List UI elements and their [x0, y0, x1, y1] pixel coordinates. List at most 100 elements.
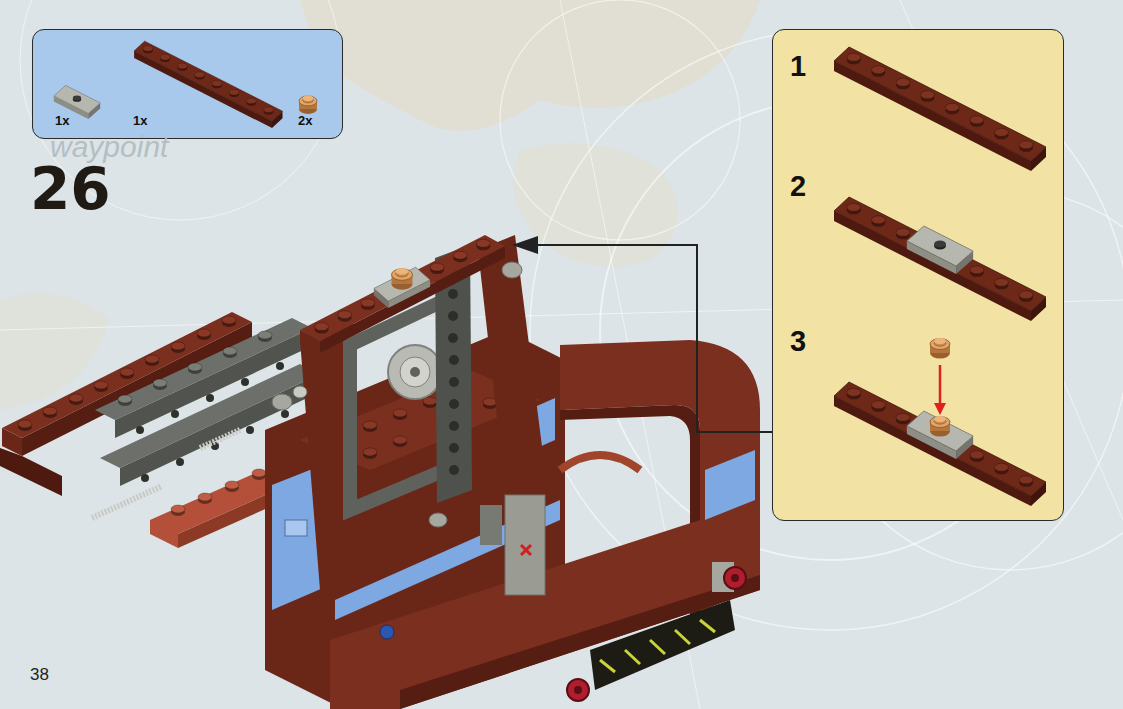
substep-art — [930, 338, 950, 359]
grey-beams — [136, 426, 144, 434]
tower — [400, 357, 430, 387]
red-rims — [724, 567, 746, 589]
top-bar-plate — [315, 323, 329, 334]
parts-list-art — [33, 30, 344, 140]
grey-beams — [281, 410, 289, 418]
substep-number: 2 — [790, 172, 806, 201]
top-bar-plate — [430, 263, 444, 274]
right-frame — [590, 600, 735, 690]
grey-beams — [223, 347, 237, 358]
axles — [92, 486, 162, 518]
tower — [448, 333, 458, 343]
connector-pins — [272, 394, 292, 410]
substep-art — [930, 416, 950, 437]
left-frame — [171, 342, 185, 353]
reddish-plate — [171, 469, 266, 516]
map-grid-circles — [530, 30, 1123, 630]
main-body — [393, 436, 407, 447]
tower — [449, 465, 459, 475]
left-frame — [43, 407, 57, 418]
callout-leader — [512, 236, 538, 254]
left-frame — [120, 368, 134, 379]
red-rims — [574, 686, 582, 694]
top-bar-plate — [320, 246, 505, 353]
main-body — [483, 398, 497, 409]
tower — [449, 377, 459, 387]
right-frame — [675, 630, 690, 644]
right-frame — [600, 660, 615, 672]
reddish-plate — [171, 505, 185, 516]
connector-pins — [429, 513, 447, 527]
left-frame — [18, 420, 32, 431]
connector-pins — [272, 262, 522, 527]
tower — [521, 545, 531, 555]
substep-art — [907, 226, 973, 274]
substep-panel: 1 2 3 — [772, 29, 1064, 521]
part-quantity: 1x — [133, 114, 147, 127]
tower — [449, 443, 459, 453]
connector-pins — [502, 262, 522, 278]
tower — [410, 367, 420, 377]
callout-leader — [512, 236, 772, 432]
grey-beams — [118, 331, 272, 406]
red-arrowhead — [934, 403, 946, 415]
part-quantity: 1x — [55, 114, 69, 127]
grey-beams — [276, 362, 284, 370]
callout-leader — [530, 245, 772, 432]
grey-beams — [141, 474, 149, 482]
axles — [200, 430, 240, 448]
top-bar-plate — [315, 239, 491, 333]
grey-beams — [153, 379, 167, 390]
main-body — [363, 448, 377, 459]
grey-beams — [176, 458, 184, 466]
substep-art — [834, 47, 1046, 171]
red-rims — [567, 562, 746, 701]
right-frame — [625, 650, 640, 664]
step-number: 26 — [30, 160, 111, 218]
parts-list-art — [134, 41, 282, 128]
tower — [300, 235, 545, 595]
tower — [388, 345, 442, 399]
main-body — [333, 397, 497, 459]
tower — [449, 399, 459, 409]
top-bar-plate — [476, 239, 490, 250]
tower — [505, 495, 545, 595]
main-body — [363, 421, 377, 432]
substep-number: 1 — [790, 52, 806, 81]
substep-art — [834, 197, 1046, 321]
substep-number: 3 — [790, 327, 806, 356]
connector-pins — [293, 386, 307, 398]
grey-beams — [258, 331, 272, 342]
right-frame — [400, 575, 760, 709]
grey-beams — [118, 395, 132, 406]
main-body — [285, 520, 307, 536]
top-bar-plate — [300, 235, 505, 341]
map-grid-circles — [500, 0, 740, 240]
left-frame — [222, 316, 236, 327]
reddish-plate — [225, 481, 239, 492]
tower — [478, 235, 545, 488]
main-body — [393, 409, 407, 420]
top-bar-plate — [361, 299, 375, 310]
right-frame — [600, 620, 715, 672]
grey-beams — [171, 410, 179, 418]
page-number: 38 — [30, 666, 49, 683]
tower — [521, 545, 531, 555]
substep-art — [907, 411, 973, 459]
grey-beams — [246, 426, 254, 434]
top-bar-plate — [453, 251, 467, 262]
tower — [350, 300, 445, 510]
right-frame — [330, 340, 760, 709]
left-frame — [145, 355, 159, 366]
grey-beams — [241, 378, 249, 386]
right-frame — [650, 640, 665, 654]
top-bar-plate — [374, 267, 430, 308]
left-frame — [0, 448, 62, 496]
tower — [480, 505, 502, 545]
red-arrow — [939, 365, 942, 405]
watermark: waypoint — [50, 132, 168, 162]
right-frame — [560, 455, 640, 470]
right-frame — [380, 625, 394, 639]
left-frame — [197, 329, 211, 340]
